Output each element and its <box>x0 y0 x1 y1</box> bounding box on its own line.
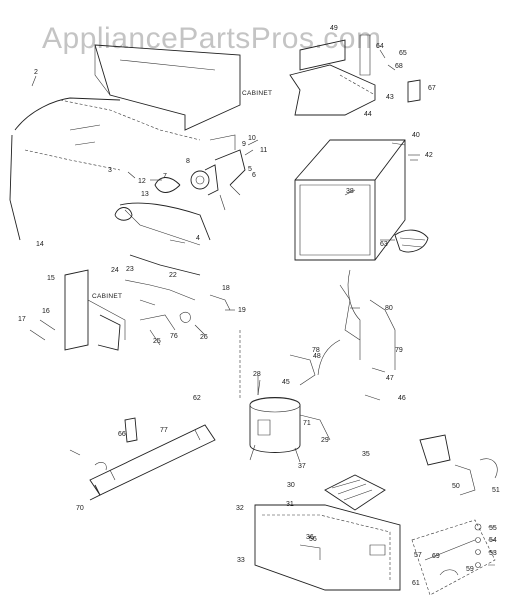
fastener-column <box>474 523 482 568</box>
part-label: 18 <box>222 285 230 292</box>
part-label: 76 <box>170 333 178 340</box>
part-label: 37 <box>298 463 306 470</box>
part-label: 63 <box>380 241 388 248</box>
part-label: 50 <box>452 483 460 490</box>
drain-pan <box>254 504 496 596</box>
part-label: 12 <box>138 178 146 185</box>
part-label: 16 <box>42 308 50 315</box>
part-number-labels: 2 3 4 5 6 7 8 9 10 11 12 13 14 15 16 17 … <box>18 25 500 587</box>
part-label: 32 <box>236 505 244 512</box>
part-label: 57 <box>414 552 422 559</box>
part-label: 67 <box>428 85 436 92</box>
cabinet-wrapper <box>9 44 241 241</box>
part-label: 33 <box>237 557 245 564</box>
part-label: 42 <box>425 152 433 159</box>
part-label: 31 <box>286 501 294 508</box>
part-label: 29 <box>321 437 329 444</box>
part-label: 54 <box>489 537 497 544</box>
part-label: 28 <box>253 371 261 378</box>
part-label: 6 <box>252 172 256 179</box>
watermark: AppliancePartsPros.com <box>42 22 381 55</box>
part-label: 43 <box>386 94 394 101</box>
part-label: 71 <box>303 420 311 427</box>
air-duct <box>289 34 421 116</box>
part-label: 9 <box>242 141 246 148</box>
part-label: 5 <box>248 166 252 173</box>
part-label: 14 <box>36 241 44 248</box>
fan-motor-assembly <box>114 149 246 276</box>
housing-box <box>294 139 418 261</box>
cabinet-label-left: CABINET <box>92 293 122 300</box>
cabinet-label-top: CABINET <box>242 90 272 97</box>
part-label: 17 <box>18 316 26 323</box>
part-label: 10 <box>248 135 256 142</box>
part-label: 59 <box>466 566 474 573</box>
part-label: 64 <box>376 43 384 50</box>
part-label: 15 <box>47 275 55 282</box>
part-label: 25 <box>153 338 161 345</box>
part-label: 65 <box>399 50 407 57</box>
part-label: 49 <box>330 25 338 32</box>
leader-lines <box>31 75 495 566</box>
part-label: 38 <box>346 188 354 195</box>
terminal-block <box>394 229 429 253</box>
part-label: 22 <box>169 272 177 279</box>
part-label: 46 <box>398 395 406 402</box>
part-label: 40 <box>412 132 420 139</box>
part-label: 78 <box>312 347 320 354</box>
part-label: 36 <box>306 534 314 541</box>
part-label: 35 <box>362 451 370 458</box>
part-label: 44 <box>364 111 372 118</box>
part-label: 7 <box>163 173 167 180</box>
part-label: 61 <box>412 580 420 587</box>
part-label: 70 <box>76 505 84 512</box>
part-label: 48 <box>313 353 321 360</box>
part-label: 8 <box>186 158 190 165</box>
part-label: 4 <box>196 235 200 242</box>
part-label: 23 <box>126 266 134 273</box>
part-label: 30 <box>287 482 295 489</box>
part-label: 19 <box>238 307 246 314</box>
part-label: 56 <box>309 536 317 543</box>
control-bracket <box>29 269 231 351</box>
part-label: 69 <box>432 553 440 560</box>
part-label: 24 <box>111 267 119 274</box>
part-label: 77 <box>160 427 168 434</box>
part-label: 62 <box>193 395 201 402</box>
condenser <box>324 434 498 511</box>
part-label: 55 <box>489 525 497 532</box>
part-label: 26 <box>200 334 208 341</box>
part-label: 3 <box>108 167 112 174</box>
part-label: 79 <box>395 347 403 354</box>
part-label: 68 <box>395 63 403 70</box>
part-label: 2 <box>34 69 38 76</box>
part-label: 47 <box>386 375 394 382</box>
part-label: 80 <box>385 305 393 312</box>
part-label: 45 <box>282 379 290 386</box>
part-label: 53 <box>489 550 497 557</box>
refrigerant-tubing <box>239 269 396 401</box>
part-label: 11 <box>260 147 267 154</box>
base-rail <box>69 417 216 501</box>
part-label: 13 <box>141 191 149 198</box>
part-label: 66 <box>118 431 126 438</box>
compressor <box>249 375 331 463</box>
part-label: 51 <box>492 487 500 494</box>
